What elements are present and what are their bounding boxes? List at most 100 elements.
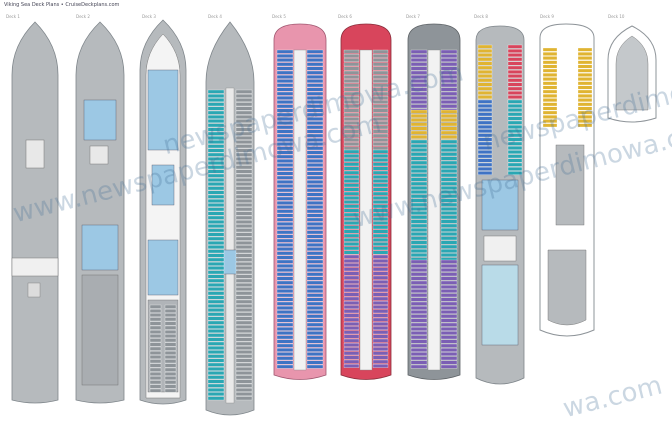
deck-4-cabin xyxy=(235,358,253,363)
deck-9-cabin xyxy=(577,56,593,60)
deck-6-cabin xyxy=(343,138,360,142)
deck-6-cabin xyxy=(343,117,360,121)
deck-4-cabin xyxy=(235,115,253,119)
deck-4-cabin xyxy=(235,140,253,144)
deck-8-cabin xyxy=(507,95,523,99)
deck-6-cabin xyxy=(372,208,389,213)
deck-4-cabin xyxy=(207,291,225,296)
deck-5-cabin xyxy=(306,293,324,298)
deck-7-cabin xyxy=(440,236,458,241)
deck-6-cabin xyxy=(372,242,389,246)
deck-6-cabin xyxy=(343,343,360,347)
deck-label-6: Deck 6 xyxy=(338,14,352,19)
deck-4-cabin xyxy=(235,270,253,275)
deck-7-cabin xyxy=(410,202,428,207)
deck-6-cabin xyxy=(343,271,360,276)
deck-8-cabin xyxy=(507,108,523,112)
deck-5-cabin xyxy=(276,150,294,155)
deck-4-cabin xyxy=(207,287,225,291)
deck-5-cabin xyxy=(306,167,324,172)
deck-7-cabin xyxy=(410,240,428,245)
deck-7-cabin xyxy=(410,352,428,356)
deck-5-cabin xyxy=(276,205,294,209)
deck-7-cabin xyxy=(440,314,458,319)
deck-6-cabin xyxy=(343,284,360,288)
deck-4-cabin xyxy=(235,249,253,254)
deck-9-cabin xyxy=(577,60,593,65)
deck-4-cabin xyxy=(207,283,225,287)
deck-6-cabin xyxy=(343,91,360,96)
deck-5-cabin xyxy=(276,125,294,130)
deck-4-cabin xyxy=(207,199,225,203)
deck-5-cabin xyxy=(276,348,294,352)
deck-1-room xyxy=(25,139,45,169)
deck-8-cabin xyxy=(477,57,493,62)
deck-4-cabin xyxy=(235,266,253,270)
deck-6-cabin xyxy=(343,225,360,230)
deck-3-cabin xyxy=(149,321,162,326)
deck-4-cabin xyxy=(207,127,225,132)
deck-3-cabin xyxy=(164,376,177,380)
deck-6-cabin xyxy=(372,83,389,88)
deck-8-cabin xyxy=(477,133,493,138)
deck-4-cabin xyxy=(235,262,253,266)
deck-7-cabin xyxy=(440,352,458,356)
deck-6-cabin xyxy=(372,351,389,356)
deck-7-cabin xyxy=(440,327,458,331)
deck-7-cabin xyxy=(410,280,428,285)
deck-8-cabin xyxy=(477,65,493,70)
deck-5-cabin xyxy=(306,163,324,167)
deck-3-cabin xyxy=(149,367,162,372)
deck-5-cabin xyxy=(276,121,294,125)
deck-6-cabin xyxy=(372,296,389,301)
deck-5-cabin xyxy=(276,91,294,96)
deck-7-cabin xyxy=(440,177,458,182)
deck-label-10: Deck 10 xyxy=(608,14,625,19)
deck-5-cabin xyxy=(306,238,324,243)
deck-label-9: Deck 9 xyxy=(540,14,554,19)
deck-4-cabin xyxy=(235,337,253,342)
deck-4-cabin xyxy=(235,367,253,371)
deck-7-cabin xyxy=(440,190,458,194)
deck-4-cabin xyxy=(207,140,225,144)
deck-8-cabin xyxy=(477,158,493,163)
deck-5-cabin xyxy=(306,83,324,88)
deck-7-cabin xyxy=(410,194,428,199)
deck-8-cabin xyxy=(477,91,493,95)
deck-7-cabin xyxy=(410,289,428,293)
deck-4-cabin xyxy=(207,173,225,178)
deck-4-blue-area xyxy=(221,249,239,275)
deck-5-cabin xyxy=(276,87,294,92)
deck-6-cabin xyxy=(372,238,389,242)
deck-5-cabin xyxy=(276,247,294,251)
deck-3-cabin xyxy=(149,304,162,309)
deck-4-cabin xyxy=(207,110,225,115)
deck-4-cabin xyxy=(235,178,253,182)
deck-7-cabin xyxy=(440,122,458,127)
deck-7-cabin xyxy=(410,126,428,131)
deck-5-cabin xyxy=(306,234,324,239)
deck-4-cabin xyxy=(207,190,225,195)
deck-4-cabin xyxy=(235,278,253,283)
deck-6-cabin xyxy=(343,242,360,246)
deck-4-cabin xyxy=(207,375,225,380)
deck-6-cabin xyxy=(372,355,389,360)
deck-5-cabin xyxy=(276,188,294,193)
deck-6-cabin xyxy=(343,196,360,200)
deck-7-cabin xyxy=(440,49,458,54)
deck-5-cabin xyxy=(276,96,294,100)
deck-9-cabin xyxy=(542,64,558,69)
deck-4-cabin xyxy=(207,148,225,153)
deck-5-cabin xyxy=(276,285,294,289)
deck-7-cabin xyxy=(440,293,458,298)
deck-7-cabin xyxy=(440,360,458,365)
deck-7-cabin xyxy=(410,249,428,253)
deck-4-cabin xyxy=(207,228,225,233)
deck-4-cabin xyxy=(235,396,253,401)
deck-4-corridor xyxy=(225,87,235,404)
deck-7-cabin xyxy=(440,75,458,79)
deck-4-cabin xyxy=(235,215,253,220)
deck-7-cabin xyxy=(410,70,428,75)
deck-4-cabin xyxy=(207,358,225,363)
deck-7-cabin xyxy=(410,49,428,54)
